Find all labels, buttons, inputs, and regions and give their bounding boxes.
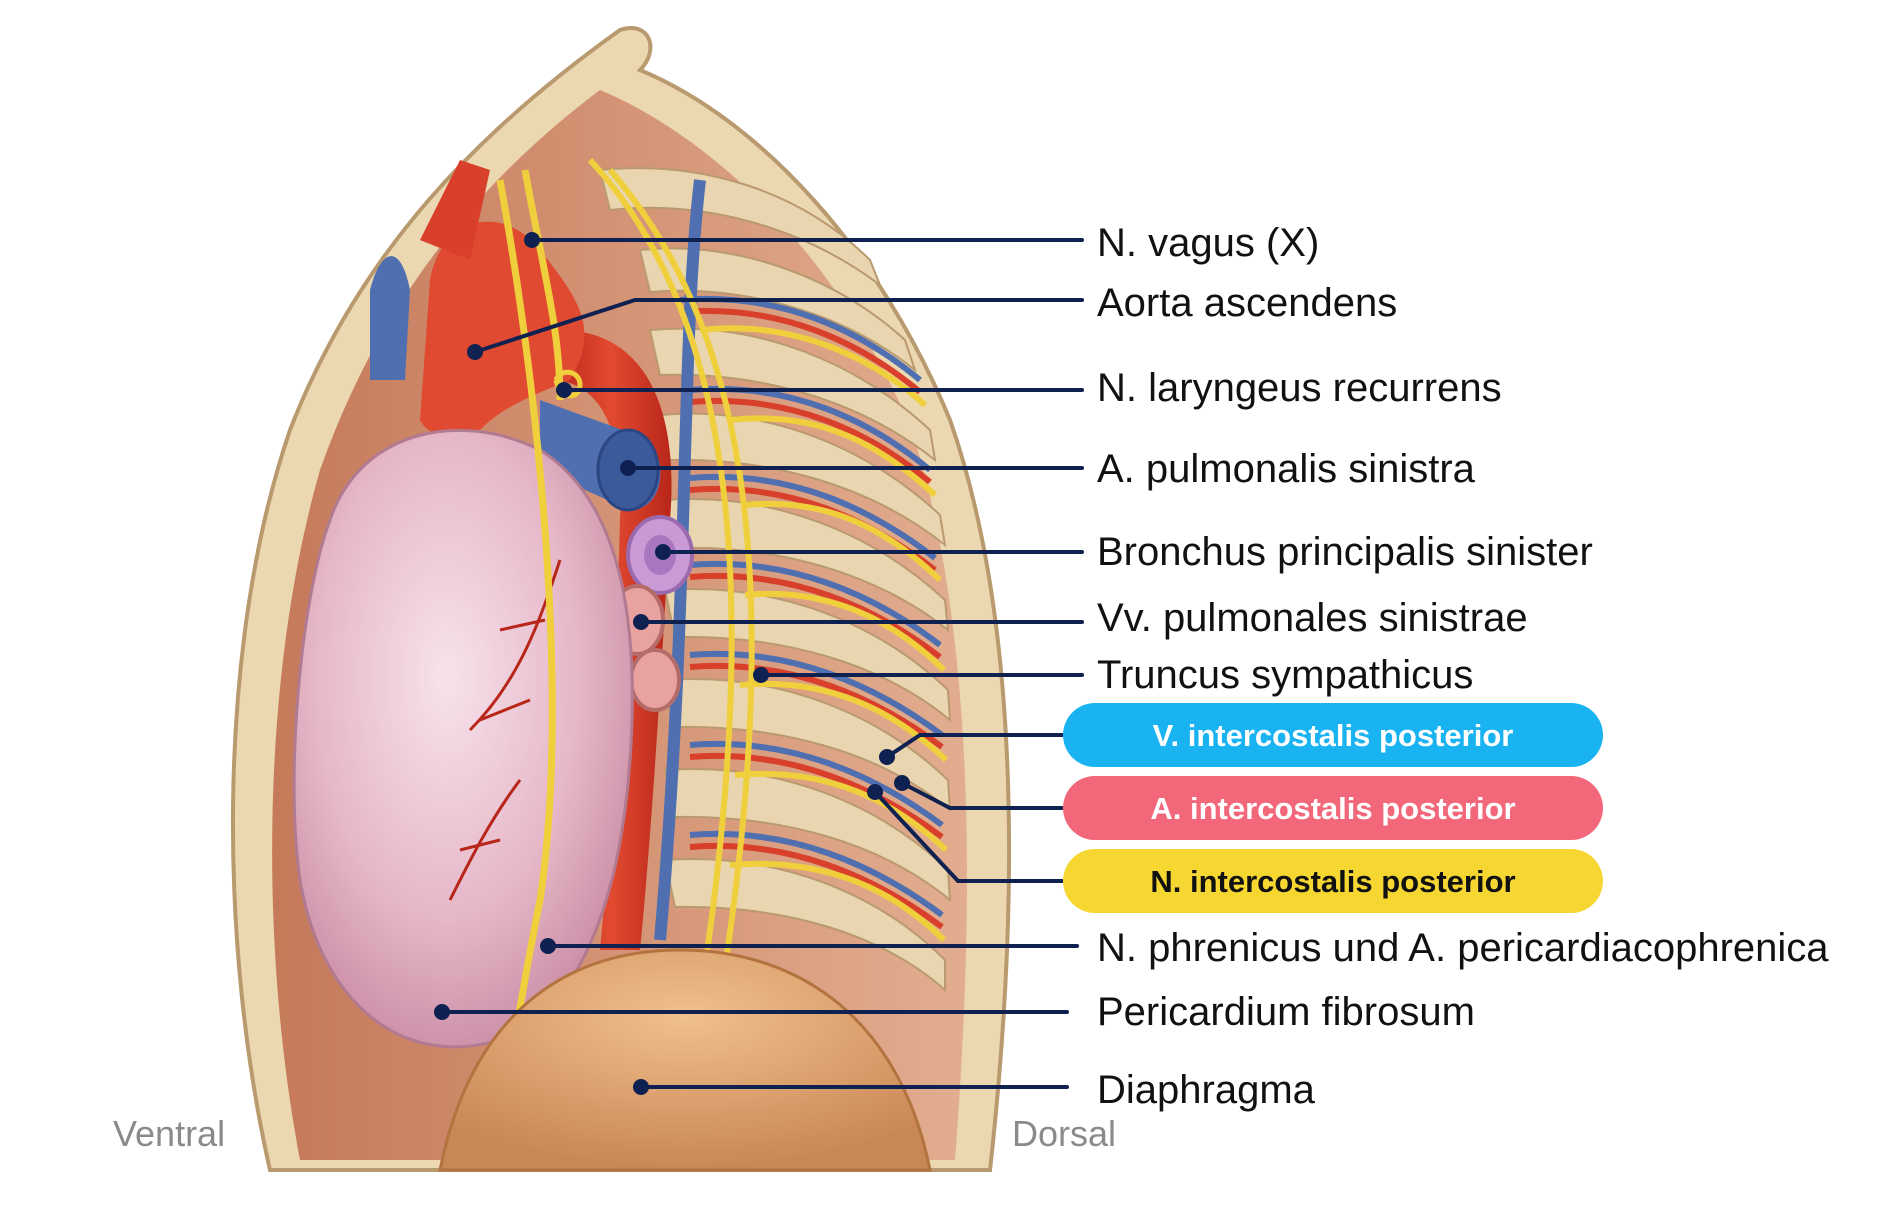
label-n-vagus: N. vagus (X) bbox=[1097, 221, 1319, 265]
label-pericardium-fibrosum: Pericardium fibrosum bbox=[1097, 990, 1475, 1034]
pill-a-intercostalis bbox=[1063, 776, 1603, 840]
leader-lines bbox=[434, 232, 1084, 1095]
pill-v-intercostalis-text: V. intercostalis posterior bbox=[1153, 718, 1514, 753]
orientation-dorsal: Dorsal bbox=[1012, 1113, 1116, 1154]
thorax-illustration bbox=[230, 26, 1012, 1172]
superior-vena-cava bbox=[370, 256, 410, 380]
label-bronchus-principalis-sinister: Bronchus principalis sinister bbox=[1097, 530, 1593, 574]
pill-v-intercostalis bbox=[1063, 703, 1603, 767]
pill-n-intercostalis-text: N. intercostalis posterior bbox=[1150, 864, 1515, 899]
highlight-pills: V. intercostalis posterior A. intercosta… bbox=[1063, 703, 1603, 913]
label-n-laryngeus-recurrens: N. laryngeus recurrens bbox=[1097, 366, 1502, 410]
label-aorta-ascendens: Aorta ascendens bbox=[1097, 281, 1397, 325]
coronary-vessels bbox=[448, 559, 562, 901]
diaphragm bbox=[438, 948, 932, 1172]
label-n-phrenicus: N. phrenicus und A. pericardiacophrenica bbox=[1097, 926, 1829, 970]
pulmonary-vein-2 bbox=[629, 648, 681, 712]
orientation-ventral: Ventral bbox=[113, 1113, 225, 1154]
pill-a-intercostalis-text: A. intercostalis posterior bbox=[1150, 791, 1515, 826]
label-a-pulmonalis-sinistra: A. pulmonalis sinistra bbox=[1097, 447, 1476, 491]
heart-pericardium bbox=[292, 429, 634, 1049]
structure-labels: N. vagus (X) Aorta ascendens N. laryngeu… bbox=[1097, 221, 1829, 1112]
label-vv-pulmonales-sinistrae: Vv. pulmonales sinistrae bbox=[1097, 596, 1528, 640]
pill-n-intercostalis bbox=[1063, 849, 1603, 913]
label-truncus-sympathicus: Truncus sympathicus bbox=[1097, 653, 1473, 697]
hemiazygos-vein bbox=[654, 179, 706, 941]
label-diaphragma: Diaphragma bbox=[1097, 1068, 1316, 1112]
great-vessels bbox=[420, 160, 490, 260]
